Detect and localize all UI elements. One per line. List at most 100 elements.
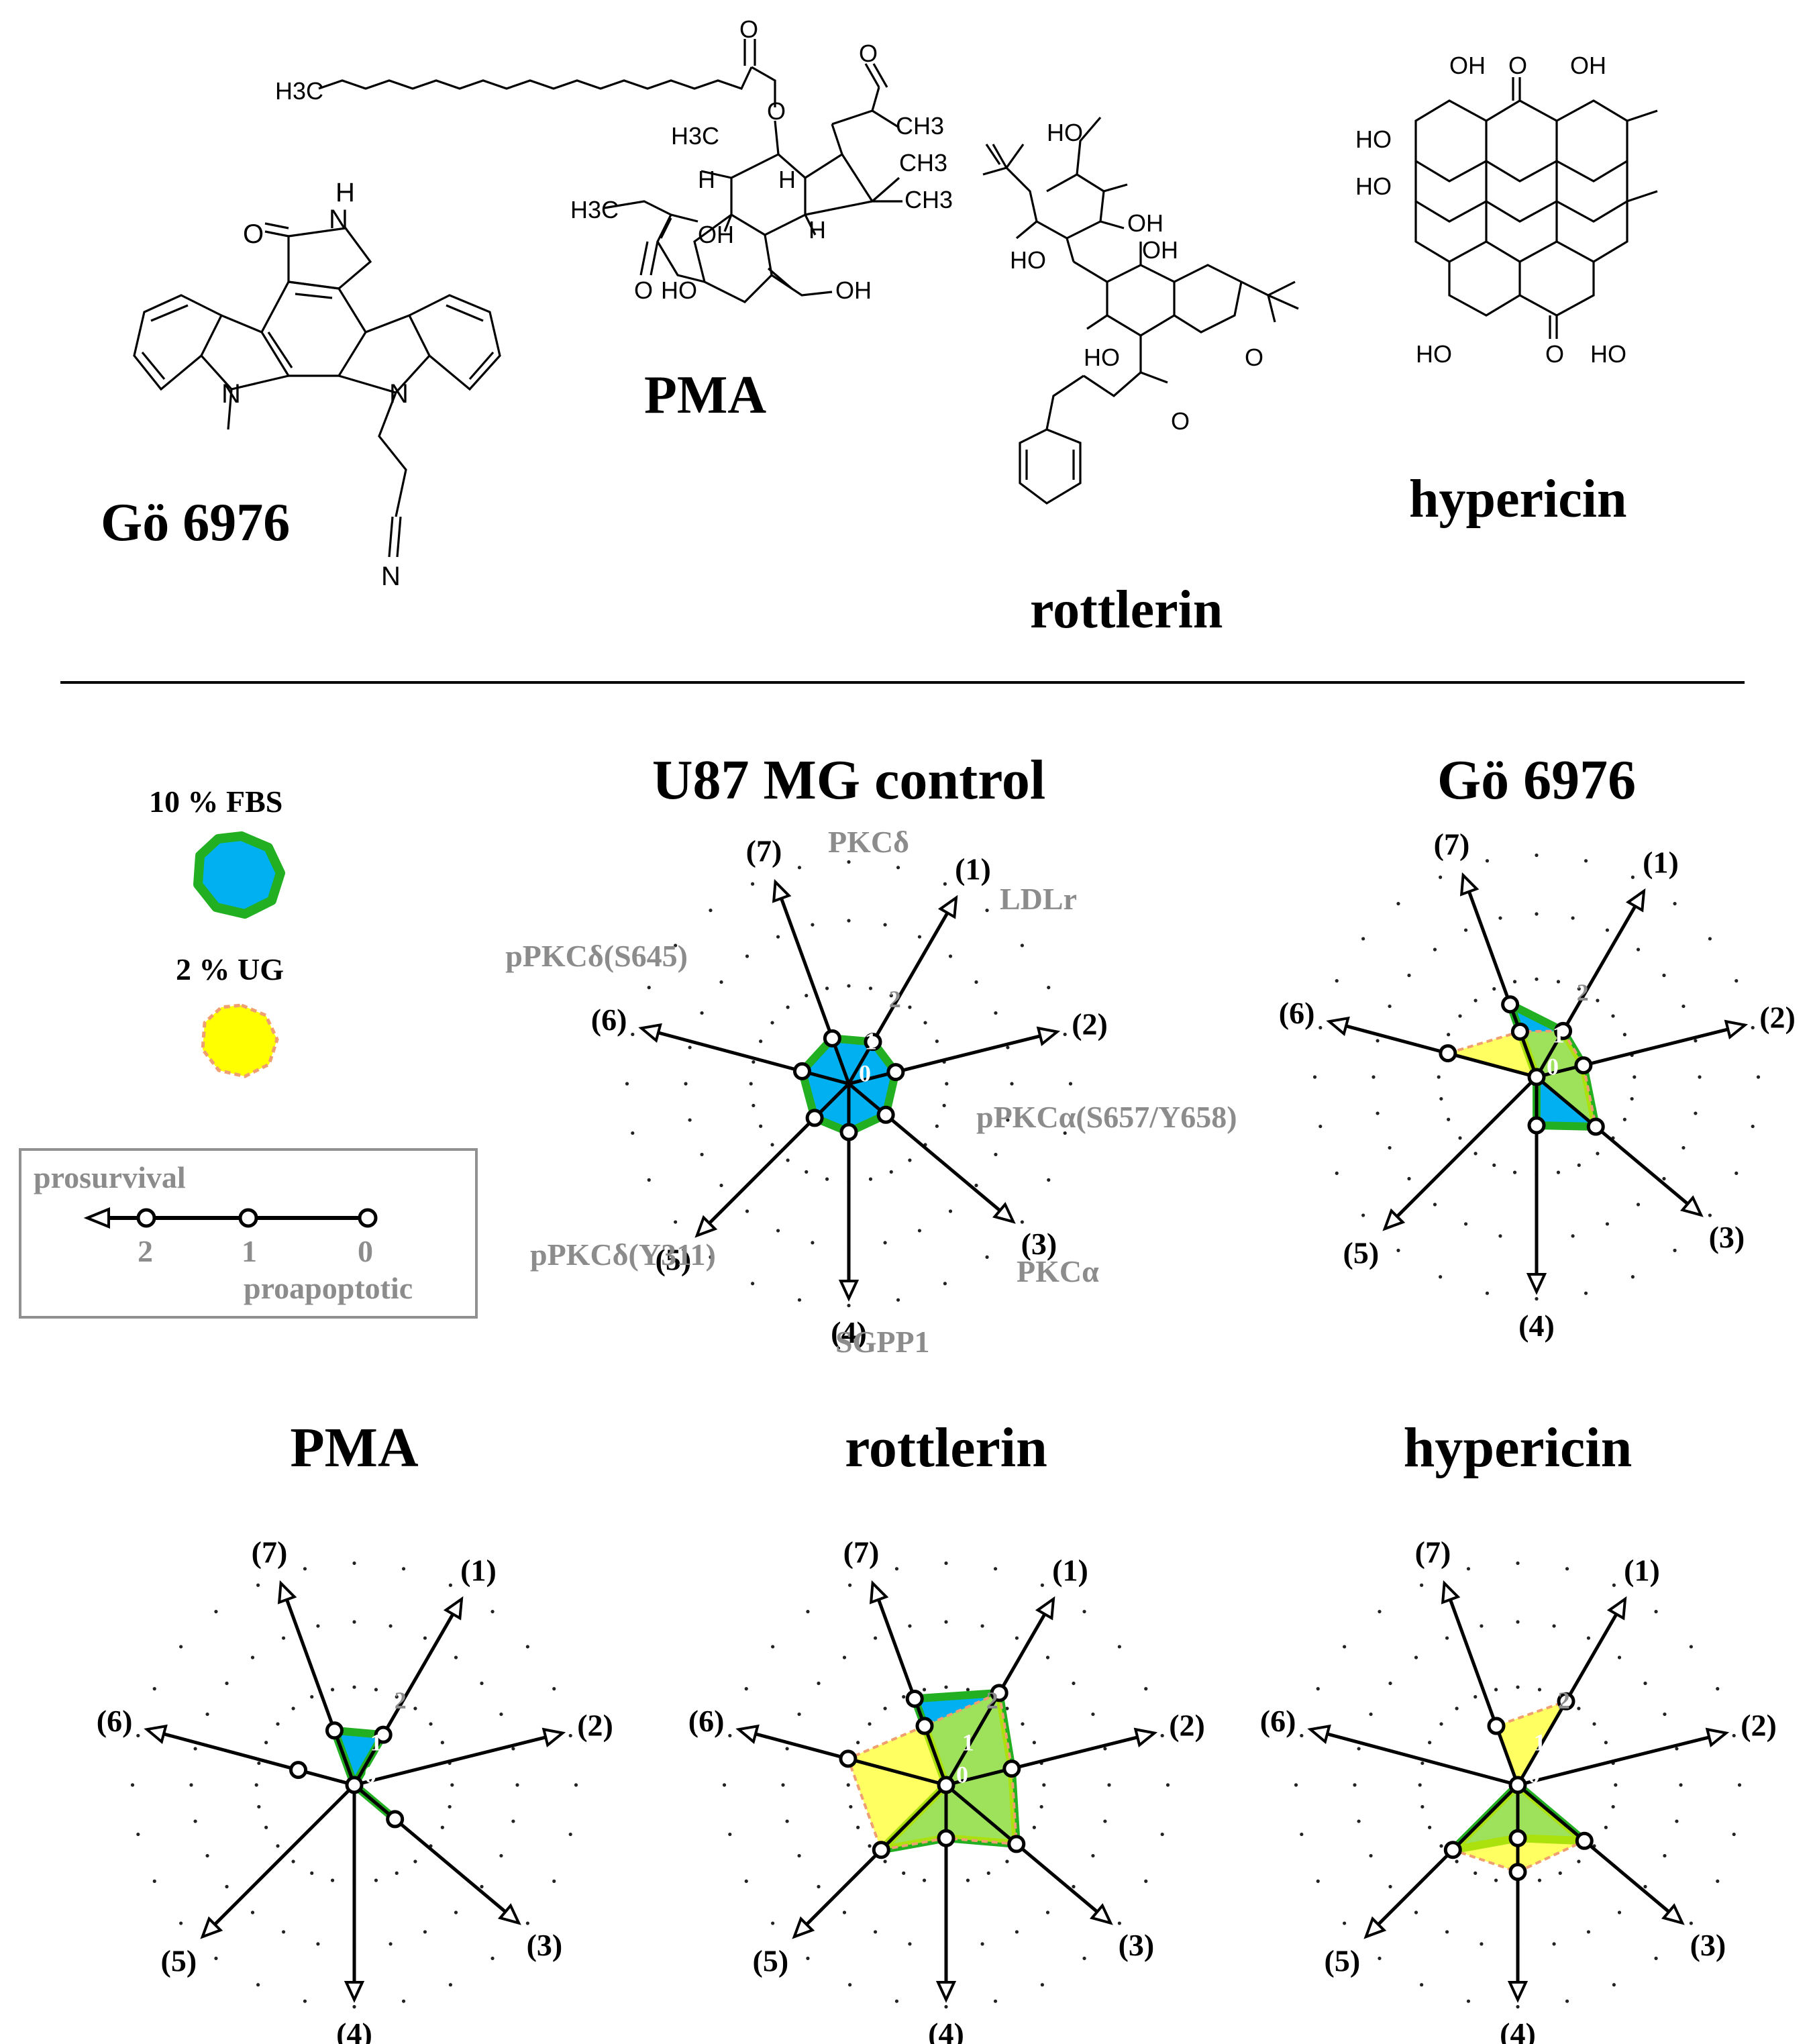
grid-dot [848,1583,852,1587]
grid-dot [948,1209,953,1213]
data-point [1007,1835,1026,1853]
axis-arrowhead [443,1596,464,1621]
grid-dot [883,1241,887,1245]
scale-label: 0 [364,1761,376,1788]
grid-dot [848,1983,852,1987]
grid-dot [413,1706,417,1710]
grid-dot [1376,1039,1380,1043]
legend-tick-2: 2 [138,1234,153,1268]
data-point [864,1033,882,1052]
axis-line [1517,1734,1714,1787]
grid-dot [709,1255,713,1259]
grid-dot [935,1039,939,1043]
pma-atom-h1: H [698,166,715,193]
grid-dot [759,1124,763,1128]
radar-4: hypericin(1)(2)(3)(4)(5)(6)(7)012 [1260,1417,1777,2044]
grid-dot [948,954,953,958]
axis-number: (5) [161,1944,197,1978]
grid-dot [1473,1695,1478,1699]
axis-arrowhead [1089,1903,1113,1925]
axis-number: (5) [1325,1944,1361,1978]
grid-dot [1072,1681,1076,1686]
grid-dot [1689,1921,1693,1925]
axis-number: (3) [1690,1928,1726,1962]
axis-number: (2) [1072,1007,1108,1041]
grid-dot [1708,1213,1712,1217]
data-point [289,1761,308,1780]
grid-dot [1622,1117,1626,1121]
grid-dot [1662,1176,1666,1181]
grid-dot [1617,1910,1622,1914]
axis-line [847,908,951,1085]
grid-dot [1571,1234,1575,1238]
grid-dot [1378,1610,1382,1614]
grid-dot [752,1060,756,1064]
legend-tick-0: 0 [358,1234,373,1268]
grid-dot [1584,859,1588,863]
data-point [1575,1831,1594,1850]
grid-dot [264,1741,268,1745]
grid-dot [130,1783,135,1787]
grid-dot [917,1229,922,1233]
grid-dot [1433,1203,1437,1207]
axis-number: (4) [336,2016,372,2044]
go-atom-h: H [335,178,355,207]
grid-dot [797,1853,801,1858]
grid-dot [310,1695,314,1699]
grid-dot [1458,1136,1462,1140]
scale-label: 2 [889,986,901,1013]
grid-dot [1361,1213,1365,1217]
grid-dot [722,1783,727,1787]
axis-line [705,1082,850,1227]
axis-arrowhead [1679,1195,1704,1217]
grid-dot [922,1878,927,1882]
grid-dot [1420,1761,1425,1766]
molecule-hypericin: OH O OH HO HO HO O HO hypericin [1355,52,1658,529]
grid-dot [448,1583,452,1587]
grid-dot [709,909,713,913]
grid-dot [688,1118,692,1122]
grid-dot [751,1282,755,1286]
axis-number: (4) [1500,2016,1536,2044]
grid-dot [825,1177,829,1181]
axis-arrowhead [344,1981,365,2003]
grid-dot [1316,1879,1320,1883]
axis-number: (2) [1169,1708,1205,1742]
data-point [839,1749,858,1768]
axis-number: (7) [1415,1535,1451,1569]
grid-dot [1485,859,1490,863]
grid-dot [1335,979,1339,983]
grid-dot [728,1733,732,1738]
go-atom-n1: N [329,205,348,234]
grid-dot [1631,1275,1635,1279]
grid-dot [330,1688,335,1692]
grid-dot [856,1825,860,1829]
grid-dot [276,1844,280,1848]
grid-dot [1631,875,1635,879]
pma-name: PMA [644,366,766,425]
grid-dot [751,882,755,886]
grid-dot [1473,1871,1478,1875]
grid-dot [1535,853,1539,858]
data-point [1443,1841,1462,1859]
grid-dot [1577,987,1581,991]
radar-0: U87 MG control(1)(2)(3)(4)(5)(6)(7)012LD… [505,749,1237,1359]
grid-dot [1458,1014,1462,1018]
grid-dot [770,1021,774,1025]
grid-dot [1463,1222,1468,1226]
grid-dot [797,866,802,870]
axis-number: (4) [1518,1309,1555,1343]
scale-label: 0 [859,1060,871,1086]
pma-atom-oh2: OH [835,276,872,304]
axis-arrowhead [1133,1727,1158,1748]
data-point [1586,1117,1605,1136]
grid-dot [980,1942,984,1946]
grid-dot [684,1082,688,1086]
grid-dot [1032,1741,1036,1745]
grid-dot [511,1747,515,1751]
grid-dot [811,1241,815,1245]
grid-dot [966,1688,970,1692]
axis-arrowhead [838,1280,860,1302]
grid-dot [1388,1145,1392,1150]
